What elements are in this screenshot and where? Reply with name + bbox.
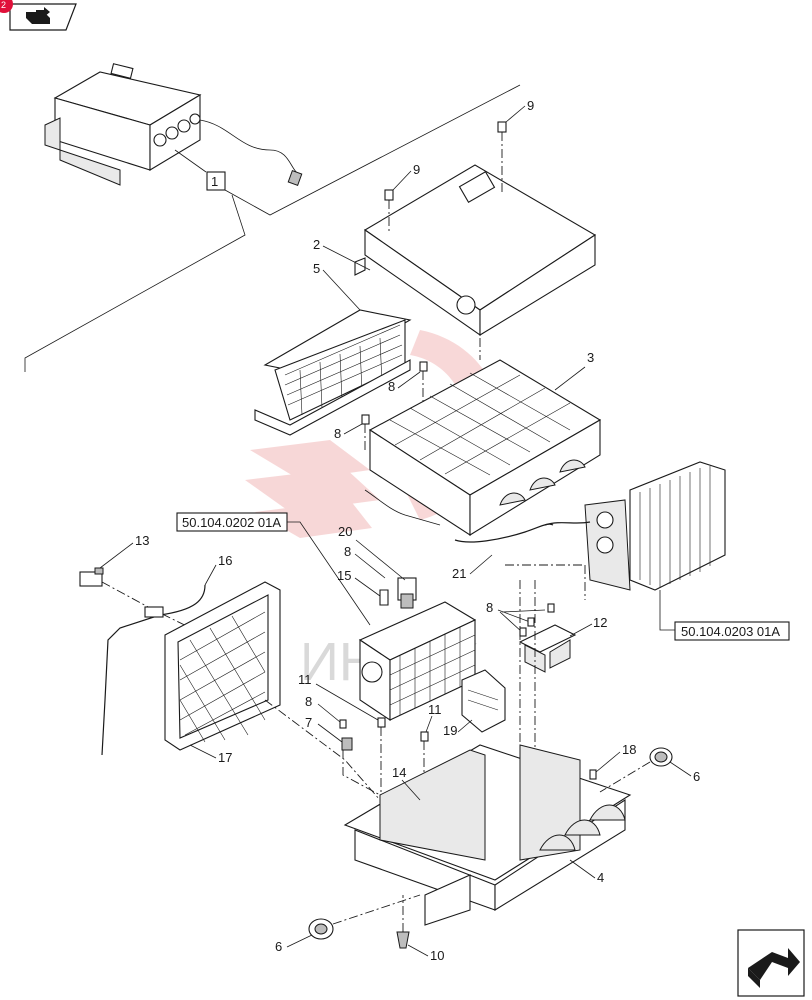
callout-2: 2 <box>313 237 320 252</box>
leader-8a <box>397 371 421 389</box>
heater-core <box>544 461 726 591</box>
module-19 <box>461 669 506 733</box>
top-cover <box>354 164 597 337</box>
leader-11a <box>315 683 379 721</box>
leader-10 <box>407 944 429 957</box>
page-badge <box>0 0 13 13</box>
valve-20 <box>397 577 417 609</box>
callout-8d: 8 <box>486 600 493 615</box>
leader-11b <box>425 715 433 733</box>
callout-3: 3 <box>587 350 594 365</box>
leader-17 <box>189 744 217 759</box>
leader-8b <box>343 423 363 435</box>
callout-21: 21 <box>452 566 466 581</box>
leader-8e <box>317 703 341 723</box>
ref-heater-core: 50.104.0203 01A <box>681 624 780 639</box>
callout-15: 15 <box>337 568 351 583</box>
leader-5 <box>322 269 361 311</box>
dash-center-3 <box>505 564 586 600</box>
ref-blower: 50.104.0202 01A <box>182 515 281 530</box>
callout-8c: 8 <box>344 544 351 559</box>
fitting-18 <box>589 769 597 780</box>
drain-10 <box>396 895 410 949</box>
callout-6b: 6 <box>275 939 282 954</box>
leader-4 <box>569 859 596 879</box>
leader-8c <box>354 553 386 579</box>
controller-module <box>44 63 303 186</box>
ref-box-heater <box>674 621 790 641</box>
dash-center-2 <box>519 580 536 760</box>
leader-9a <box>505 105 526 123</box>
leader-9b <box>392 170 412 191</box>
leader-18 <box>595 751 621 773</box>
screw-8-b <box>361 414 370 450</box>
callout-10: 10 <box>430 948 444 963</box>
actuator-12 <box>518 624 577 673</box>
callout-4: 4 <box>597 870 604 885</box>
callout-8b: 8 <box>334 426 341 441</box>
grommet-6-left <box>308 894 421 940</box>
screw-8-a <box>419 361 428 405</box>
clip-15 <box>379 589 389 606</box>
callout-9a: 9 <box>527 98 534 113</box>
leader-6b <box>286 934 313 948</box>
leader-ref-blower <box>287 521 371 626</box>
intake-screen <box>254 309 412 436</box>
callout-16: 16 <box>218 553 232 568</box>
callout-11b: 11 <box>428 702 442 717</box>
page-badge-text: 2 <box>1 0 6 10</box>
sensor-7 <box>339 719 381 796</box>
screw-9-top <box>497 121 507 195</box>
callout-20: 20 <box>338 524 352 539</box>
leader-ref-heater <box>659 590 675 631</box>
callout-1: 1 <box>211 174 218 189</box>
callout-13: 13 <box>135 533 149 548</box>
grommet-6-right <box>599 747 673 793</box>
callout-19: 19 <box>443 723 457 738</box>
callout-17: 17 <box>218 750 232 765</box>
switch-13 <box>79 567 104 587</box>
callout-8a: 8 <box>388 379 395 394</box>
callout-14: 14 <box>392 765 406 780</box>
base-tray <box>343 744 632 926</box>
next-page-arrow-icon[interactable] <box>737 929 805 997</box>
callout-box-1 <box>206 171 226 191</box>
leader-8d <box>497 609 546 633</box>
leader-6a <box>669 761 692 777</box>
leader-13 <box>99 542 134 569</box>
leader-15 <box>354 577 381 597</box>
callout-12: 12 <box>593 615 607 630</box>
harness-16 <box>101 584 206 756</box>
leader-12 <box>569 623 593 637</box>
leader-1b <box>24 194 246 372</box>
leader-7 <box>317 723 343 743</box>
callout-9b: 9 <box>413 162 420 177</box>
leader-16 <box>204 564 217 586</box>
callout-11a: 11 <box>298 672 312 687</box>
evaporator-core <box>364 359 602 537</box>
leader-21 <box>469 554 493 575</box>
screw-9-left <box>384 189 394 232</box>
callout-18: 18 <box>622 742 636 757</box>
leader-14 <box>401 779 421 801</box>
hose-21 <box>454 523 554 543</box>
callout-5: 5 <box>313 261 320 276</box>
callout-7: 7 <box>305 715 312 730</box>
top-tab[interactable]: 2 <box>0 0 77 31</box>
blower-unit <box>358 601 477 722</box>
leader-2 <box>322 245 371 271</box>
cabin-filter-17 <box>164 581 281 751</box>
leader-19 <box>457 719 473 733</box>
dash-17 <box>264 699 381 801</box>
leader-3 <box>554 366 586 391</box>
book-arrow-icon <box>26 7 50 24</box>
callout-8e: 8 <box>305 694 312 709</box>
callout-6a: 6 <box>693 769 700 784</box>
leader-1 <box>174 84 521 216</box>
leader-20 <box>355 539 406 581</box>
